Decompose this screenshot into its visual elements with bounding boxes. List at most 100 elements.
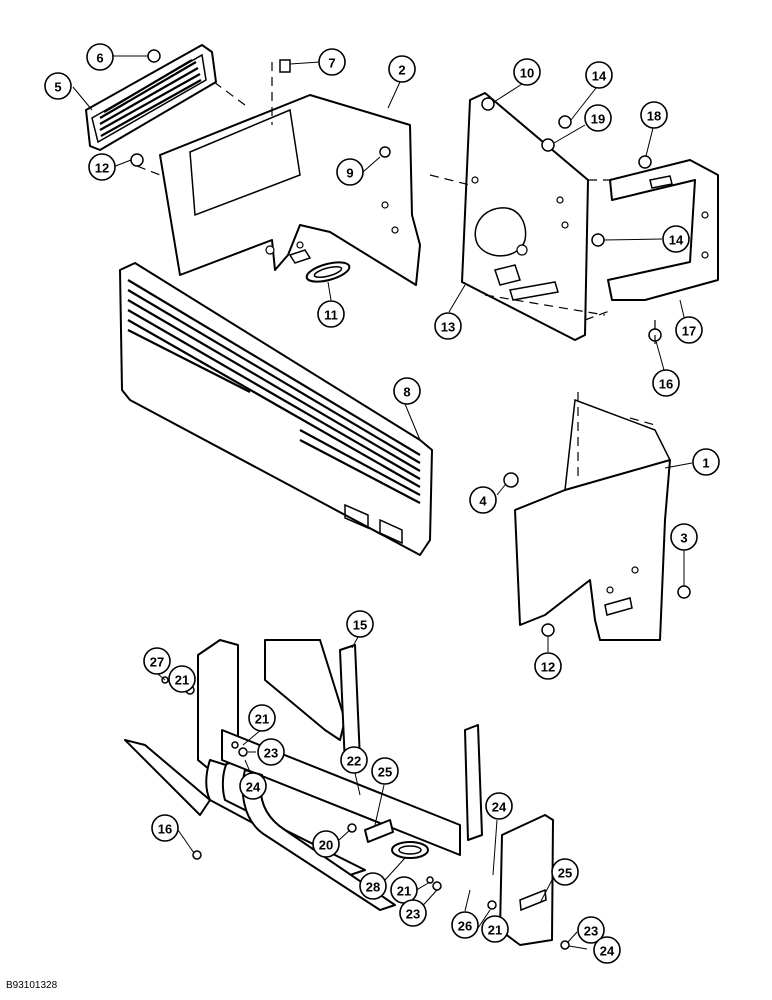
callout-label: 19 (591, 112, 605, 127)
callout-circle (151, 814, 179, 842)
callout-18: 18 (640, 101, 668, 129)
callout-circle (393, 377, 421, 405)
callout-circle (86, 43, 114, 71)
callout-3: 3 (670, 523, 698, 551)
callout-14: 14 (585, 61, 613, 89)
callout-label: 22 (347, 754, 361, 769)
callout-circle (336, 158, 364, 186)
bracket-part-17 (607, 159, 719, 301)
callout-label: 26 (458, 919, 472, 934)
callout-25: 25 (551, 858, 579, 886)
callout-circle (662, 225, 690, 253)
callout-label: 10 (520, 66, 534, 81)
callout-label: 21 (255, 712, 269, 727)
alignment-lines (136, 62, 656, 426)
callout-label: 7 (328, 56, 335, 71)
callout-label: 24 (246, 780, 261, 795)
callout-label: 13 (441, 320, 455, 335)
callout-circle (168, 665, 196, 693)
callout-circle (257, 738, 285, 766)
callout-12: 12 (534, 652, 562, 680)
callout-label: 20 (319, 838, 333, 853)
callout-label: 24 (600, 944, 615, 959)
callout-16: 16 (151, 814, 179, 842)
callout-15: 15 (346, 610, 374, 638)
callout-label: 8 (403, 385, 410, 400)
callout-circle (44, 72, 72, 100)
callout-label: 16 (158, 822, 172, 837)
callout-23: 23 (577, 916, 605, 944)
front-panel-part-8 (119, 262, 433, 556)
callout-circle (577, 916, 605, 944)
callout-circle (317, 300, 345, 328)
callout-circle (640, 101, 668, 129)
callout-23: 23 (257, 738, 285, 766)
callout-27: 27 (143, 647, 171, 675)
callout-circle (318, 48, 346, 76)
callout-circle (346, 610, 374, 638)
callout-circle (312, 830, 340, 858)
callout-26: 26 (451, 911, 479, 939)
callout-circle (692, 448, 720, 476)
callout-label: 11 (324, 308, 338, 323)
callout-label: 12 (541, 660, 555, 675)
callout-label: 23 (264, 746, 278, 761)
callout-label: 6 (96, 51, 103, 66)
callout-17: 17 (675, 316, 703, 344)
callout-label: 21 (175, 673, 189, 688)
callout-label: 3 (680, 531, 687, 546)
callout-label: 14 (592, 69, 607, 84)
callout-24: 24 (593, 936, 621, 964)
callout-label: 27 (150, 655, 164, 670)
callout-circle (513, 58, 541, 86)
callout-7: 7 (318, 48, 346, 76)
callout-circle (481, 915, 509, 943)
callout-circle (585, 61, 613, 89)
callout-8: 8 (393, 377, 421, 405)
callout-20: 20 (312, 830, 340, 858)
callout-label: 18 (647, 109, 661, 124)
callout-10: 10 (513, 58, 541, 86)
hardware-items (130, 49, 691, 950)
callout-circle (248, 704, 276, 732)
callout-14: 14 (662, 225, 690, 253)
callout-circle (485, 792, 513, 820)
callout-label: 21 (397, 884, 411, 899)
leader-lines (72, 55, 693, 950)
callout-label: 21 (488, 923, 502, 938)
callout-label: 17 (682, 324, 696, 339)
callout-23: 23 (399, 899, 427, 927)
callout-label: 16 (659, 377, 673, 392)
callout-label: 12 (95, 161, 109, 176)
callout-circle (371, 757, 399, 785)
callout-21: 21 (481, 915, 509, 943)
callout-4: 4 (469, 486, 497, 514)
callout-circle (143, 647, 171, 675)
callout-21: 21 (248, 704, 276, 732)
side-panel-part-1 (514, 392, 672, 641)
callout-circle (434, 312, 462, 340)
bulkhead-plate-part-13 (461, 92, 589, 341)
callout-label: 4 (479, 494, 487, 509)
callout-label: 5 (54, 80, 61, 95)
callout-6: 6 (86, 43, 114, 71)
callout-label: 14 (669, 233, 684, 248)
callout-label: 2 (398, 63, 405, 78)
callout-circle (388, 55, 416, 83)
callout-circle (652, 369, 680, 397)
callout-label: 9 (346, 166, 353, 181)
callout-circle (340, 746, 368, 774)
drawing-number: B93101328 (6, 980, 58, 991)
callout-circle (593, 936, 621, 964)
callout-circle (399, 899, 427, 927)
callout-label: 28 (366, 880, 380, 895)
grommet-part-11 (305, 261, 351, 283)
callout-label: 15 (353, 618, 367, 633)
callout-25: 25 (371, 757, 399, 785)
callout-circle (359, 872, 387, 900)
callout-circle (675, 316, 703, 344)
callout-label: 1 (702, 456, 709, 471)
callout-5: 5 (44, 72, 72, 100)
